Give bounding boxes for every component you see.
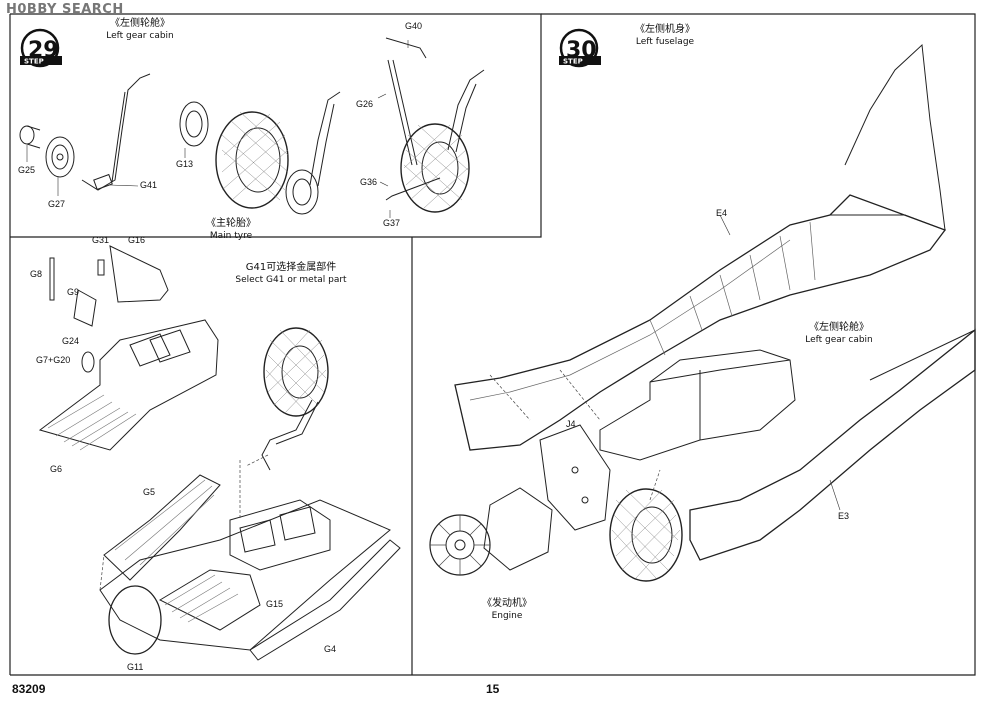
part-label-g7-g20: G7+G20 [36,355,71,365]
caption-select-g41: G41可选择金属部件 Select G41 or metal part [226,262,356,286]
part-label-g6: G6 [50,464,63,474]
step30-tag: STEP [563,58,583,66]
caption-cn: G41可选择金属部件 [245,262,337,273]
part-label-g36: G36 [360,177,378,187]
step29-gear-parts [19,37,485,215]
step29-tag: STEP [24,58,44,66]
caption-cn: 《左侧轮舱》 [110,18,170,29]
part-label-g15: G15 [266,599,284,609]
watermark: H0BBY SEARCH [6,2,124,17]
part-label-g26: G26 [356,99,374,109]
caption-engine: 《发动机》 Engine [472,598,542,622]
step29-number: 29 [28,38,59,63]
step30-number: 30 [566,38,597,63]
part-label-g8: G8 [30,269,43,279]
part-label-g41: G41 [140,180,158,190]
caption-cn: 《发动机》 [482,598,532,609]
caption-left-fuselage: 《左侧机身》 Left fuselage [620,24,710,48]
part-label-e3: E3 [838,511,850,521]
step30-frame [412,13,976,676]
part-label-g5: G5 [143,487,156,497]
page-number: 15 [486,682,500,696]
part-label-g40: G40 [405,21,423,31]
caption-en: Left fuselage [635,37,695,47]
step29-badge: 29 STEP [20,28,62,68]
part-label-g25: G25 [18,165,36,175]
caption-en: Select G41 or metal part [235,275,347,285]
kit-number: 83209 [12,682,46,696]
part-label-g13: G13 [176,159,194,169]
part-label-g4: G4 [324,644,337,654]
caption-left-gear-cabin: 《左侧轮舱》 Left gear cabin [100,18,180,42]
part-label-g11: G11 [127,662,144,672]
part-label-e4: E4 [716,208,728,218]
caption-cn: 《主轮胎》 [206,218,256,229]
caption-en: Left gear cabin [106,31,174,41]
caption-en: Engine [491,611,523,621]
part-label-g24: G24 [62,336,80,346]
step29-cabin-assembly [38,245,401,661]
part-label-g27: G27 [48,199,66,209]
leader-lines [26,40,841,511]
part-label-g16: G16 [128,235,146,245]
caption-en: Main tyre [209,231,253,241]
part-label-g31: G31 [92,235,110,245]
step29-inset-frame [10,13,542,238]
caption-main-tyre: 《主轮胎》 Main tyre [196,218,266,242]
engine-cylinders [429,514,491,576]
caption-cn: 《左侧轮舱》 [809,322,869,333]
caption-en: Left gear cabin [805,335,873,345]
part-label-g37: G37 [383,218,401,228]
step30-fuselage-assembly [429,43,976,582]
caption-cn: 《左侧机身》 [635,24,695,35]
part-label-g9: G9 [67,287,80,297]
part-label-j4: J4 [566,419,576,429]
caption-left-gear-cabin-2: 《左侧轮舱》 Left gear cabin [794,322,884,346]
step30-badge: 30 STEP [559,28,601,68]
